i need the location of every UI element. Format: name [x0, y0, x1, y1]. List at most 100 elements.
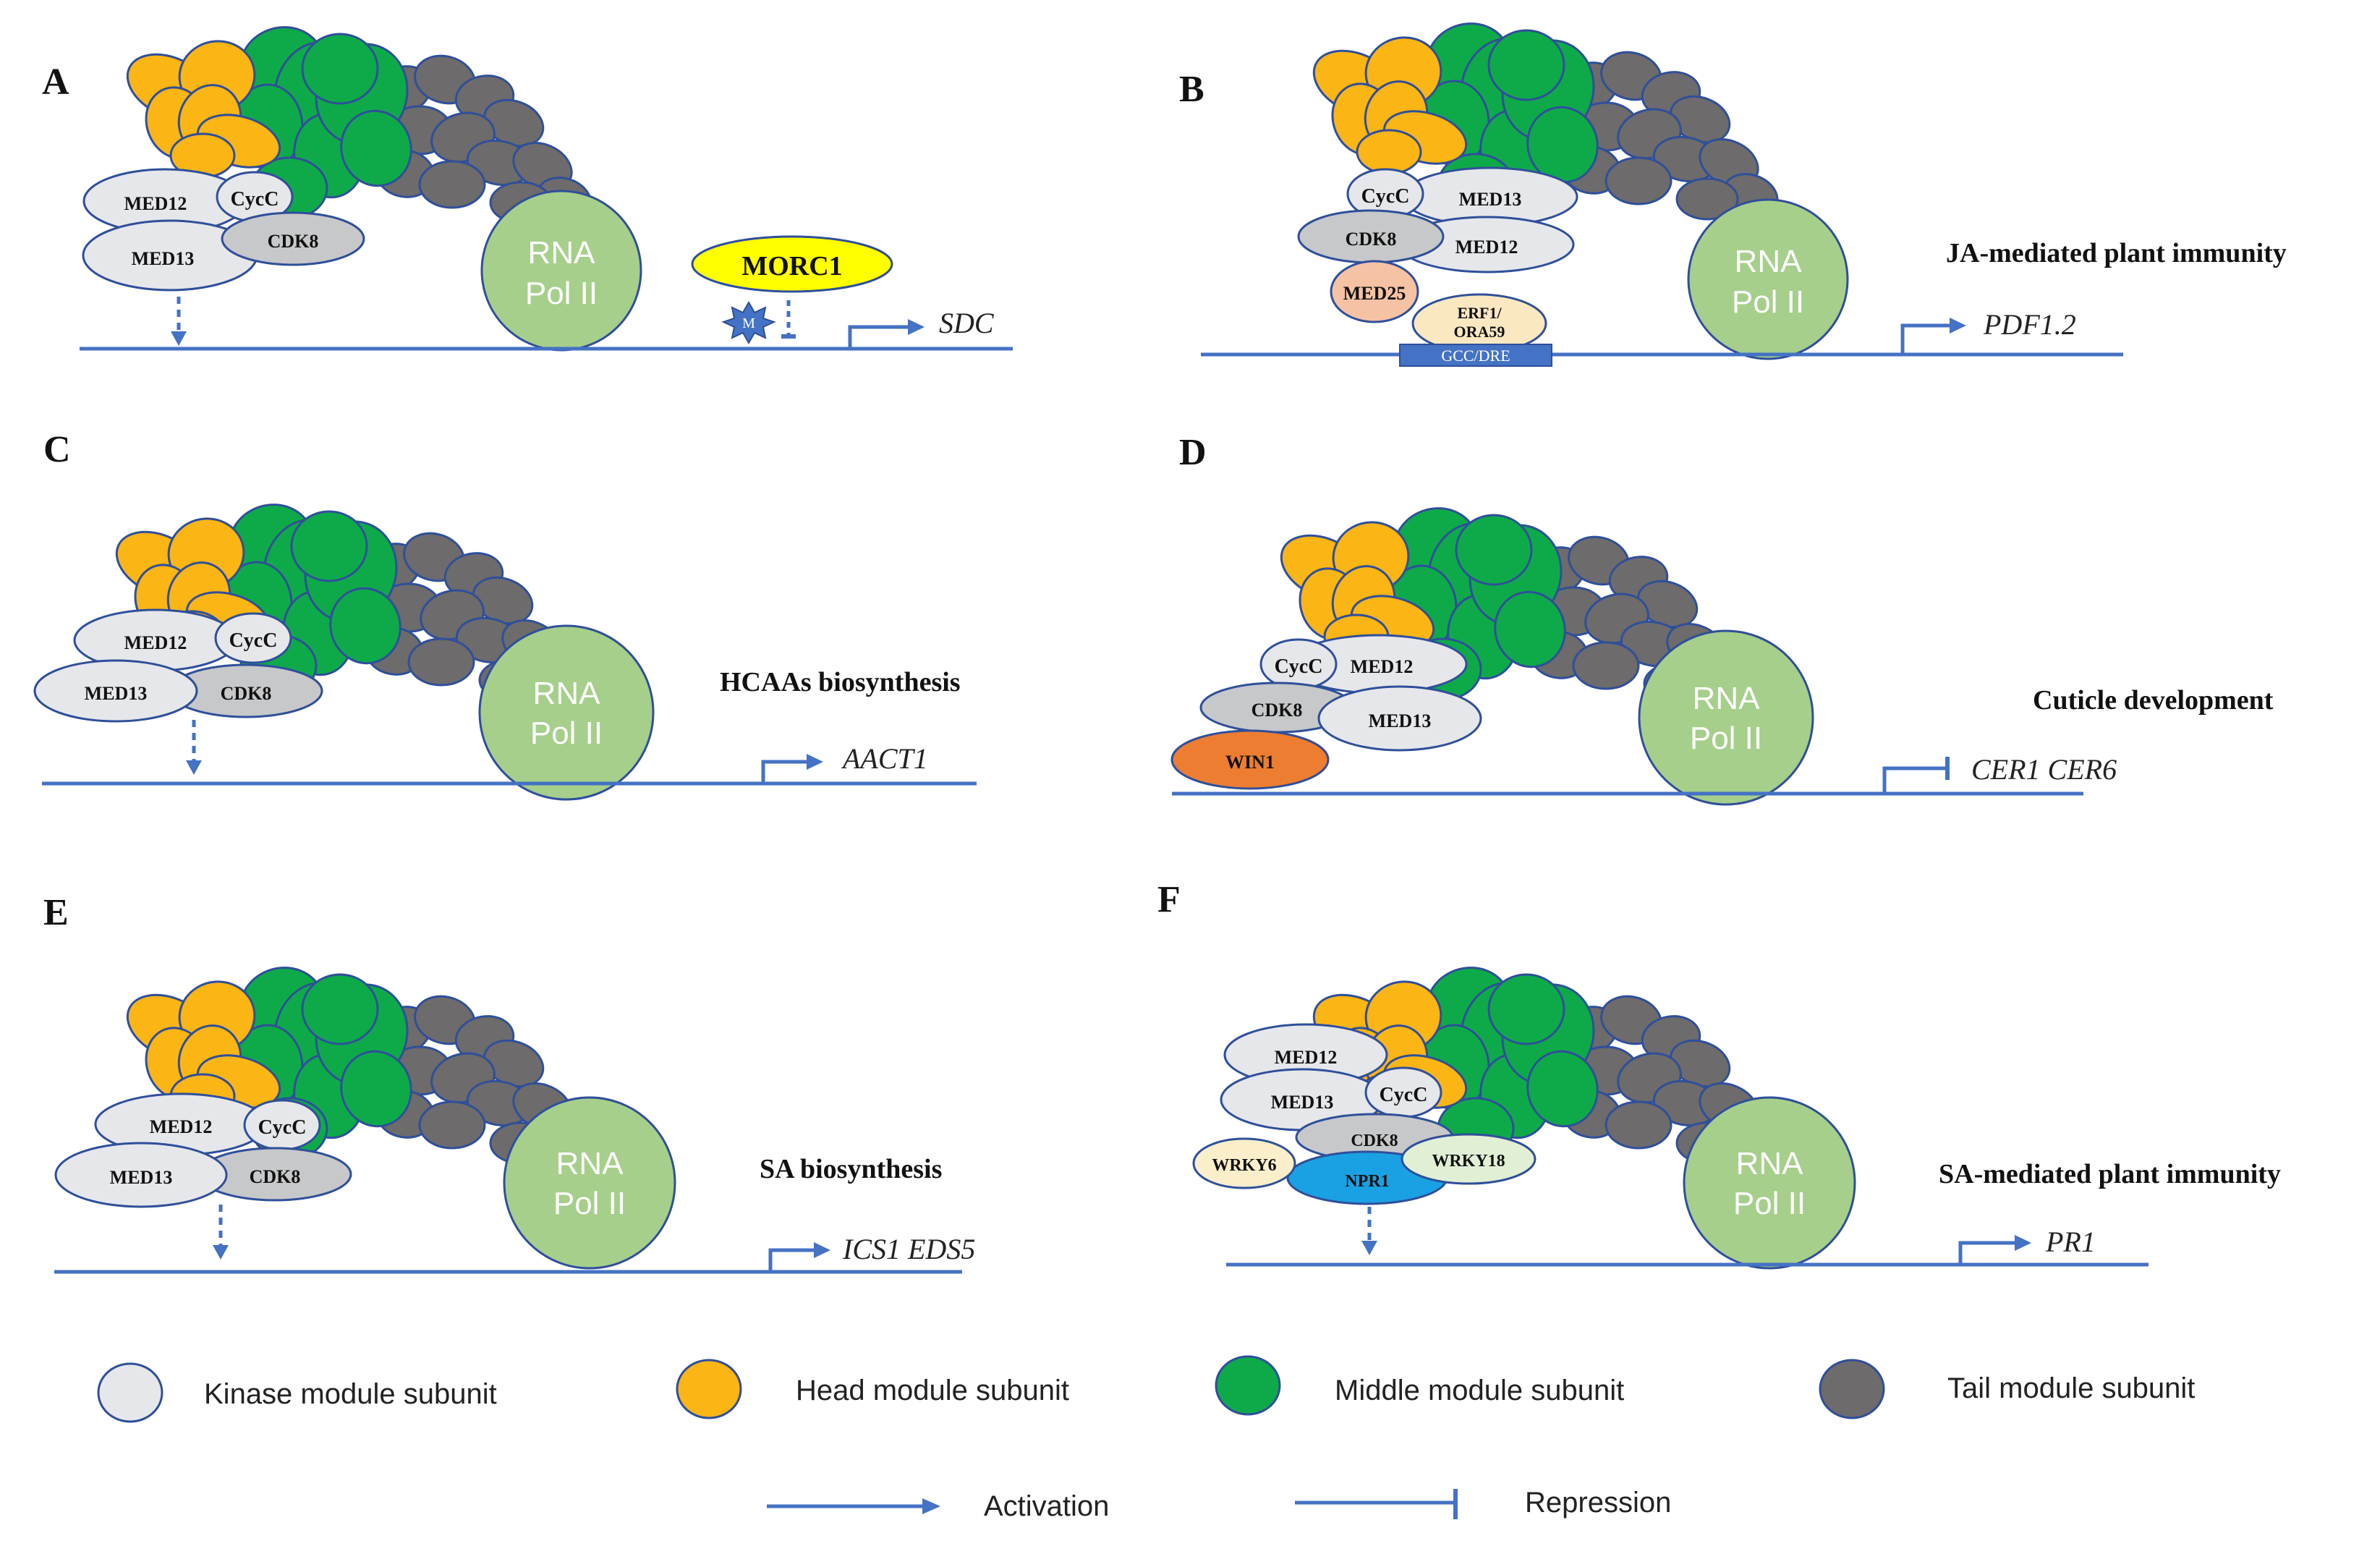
legend-tail-swatch [1819, 1359, 1885, 1419]
tss-arrow-c [761, 760, 810, 784]
morc1-label-a: MORC1 [741, 251, 842, 281]
panel-letter-a: A [42, 61, 69, 103]
activation-arrow-head-c [186, 760, 202, 775]
pol-label-2-f: Pol II [1733, 1186, 1806, 1221]
cycc-label-f: CycC [1380, 1084, 1428, 1106]
win1-label-d: WIN1 [1225, 752, 1275, 773]
cycc-subunit-c [214, 612, 292, 664]
process-label-b: JA-mediated plant immunity [1946, 238, 2287, 268]
gcc-dre-label-b: GCC/DRE [1441, 347, 1510, 365]
npr1-label-f: NPR1 [1345, 1172, 1389, 1191]
med13-subunit-e [54, 1142, 228, 1208]
legend-activation-arrow-head [922, 1498, 940, 1514]
activation-arrow-head-f [1361, 1241, 1377, 1255]
pol-label-1-d: RNA [1693, 681, 1761, 716]
pol-label-2-c: Pol II [530, 716, 603, 751]
pol-label-1-e: RNA [556, 1146, 624, 1181]
legend-repression-label: Repression [1525, 1487, 1671, 1519]
tss-repression-d [1882, 766, 1946, 794]
panel-c: C RNA Pol II MED12 CycC CDK8 MED13 AACT1… [33, 429, 977, 801]
win1-factor-d [1170, 729, 1330, 790]
panel-a: A RNA Pol II MED12 CycC MED13 CDK8 MORC1… [42, 17, 1013, 352]
med13-label-b: MED13 [1459, 189, 1522, 210]
pol-label-2-b: Pol II [1732, 284, 1804, 320]
legend-kinase-label: Kinase module subunit [204, 1378, 497, 1410]
med12-label-a: MED12 [124, 193, 187, 214]
tss-arrow-head-c [807, 754, 823, 770]
legend-head-label: Head module subunit [796, 1375, 1069, 1406]
gene-label-d: CER1 CER6 [1971, 753, 2117, 786]
pol-label-1-f: RNA [1736, 1146, 1804, 1181]
med13-subunit-d [1317, 685, 1482, 752]
legend-head-swatch [676, 1359, 742, 1419]
tss-arrow-head-e [814, 1242, 830, 1258]
med12-label-c: MED12 [124, 632, 187, 653]
panel-letter-b: B [1179, 69, 1204, 110]
rna-pol-ii-c [478, 624, 655, 801]
legend-activation-label: Activation [984, 1490, 1109, 1522]
panel-letter-f: F [1157, 879, 1181, 920]
med13-label-f: MED13 [1271, 1092, 1334, 1113]
pol-label-1-c: RNA [533, 676, 601, 711]
med25-factor-b [1330, 260, 1419, 323]
wrky18-label-f: WRKY18 [1432, 1152, 1505, 1171]
cdk8-label-a: CDK8 [268, 231, 319, 252]
rna-pol-ii-d [1638, 629, 1814, 806]
panel-e: E RNA Pol II MED12 CycC CDK8 MED13 ICS1 … [43, 892, 975, 1274]
panel-letter-c: C [43, 429, 71, 470]
process-label-e: SA biosynthesis [760, 1154, 942, 1184]
pol-label-2-e: Pol II [553, 1186, 626, 1221]
erf1-label-b: ERF1/ [1457, 304, 1502, 322]
morc1-factor-a [691, 235, 893, 293]
tss-arrow-f [1958, 1241, 2018, 1265]
process-label-d: Cuticle development [2033, 685, 2274, 716]
cdk8-label-d: CDK8 [1251, 700, 1303, 721]
wrky18-factor-f [1401, 1133, 1537, 1185]
tss-arrow-e [768, 1248, 817, 1272]
cdk8-label-e: CDK8 [250, 1166, 301, 1187]
med13-label-e: MED13 [110, 1167, 173, 1188]
med12-label-f: MED12 [1275, 1047, 1338, 1068]
med12-label-b: MED12 [1455, 237, 1518, 258]
gene-label-f: PR1 [2045, 1226, 2096, 1258]
gcc-dre-element-b [1399, 344, 1552, 367]
legend-kinase-swatch [97, 1362, 163, 1423]
med12-label-d: MED12 [1351, 656, 1414, 677]
med13-label-a: MED13 [132, 248, 195, 269]
cycc-label-d: CycC [1275, 655, 1323, 678]
gene-label-b: PDF1.2 [1983, 308, 2076, 341]
tss-arrow-head-f [2015, 1235, 2031, 1251]
cdk8-label-f: CDK8 [1351, 1131, 1398, 1150]
rna-pol-ii-f [1683, 1096, 1856, 1270]
legend: Kinase module subunit Head module subuni… [97, 1355, 2195, 1522]
activation-arrow-head-a [171, 331, 187, 346]
med13-label-c: MED13 [85, 683, 148, 704]
process-label-f: SA-mediated plant immunity [1939, 1159, 2281, 1189]
rna-pol-ii-e [503, 1096, 676, 1270]
gene-label-a: SDC [939, 307, 995, 339]
cdk8-label-c: CDK8 [221, 683, 272, 704]
tss-arrow-a [848, 325, 911, 349]
med12-label-e: MED12 [150, 1116, 213, 1137]
legend-middle-label: Middle module subunit [1335, 1375, 1624, 1406]
wrky6-factor-f [1192, 1137, 1296, 1189]
ora59-label-b: ORA59 [1454, 323, 1505, 341]
process-label-c: HCAAs biosynthesis [720, 667, 961, 697]
tss-arrow-b [1900, 323, 1953, 354]
panel-d: D RNA Pol II MED12 CycC CDK8 MED13 WIN1 … [1170, 432, 2274, 806]
cycc-label-c: CycC [229, 629, 278, 652]
pol-label-1-b: RNA [1735, 244, 1803, 279]
legend-tail-label: Tail module subunit [1947, 1372, 2195, 1404]
legend-middle-swatch [1215, 1355, 1281, 1416]
med13-label-d: MED13 [1369, 710, 1432, 731]
cycc-label-e: CycC [258, 1116, 307, 1139]
cycc-label-b: CycC [1361, 185, 1410, 208]
methyl-label-a: M [742, 315, 755, 331]
panel-letter-e: E [43, 892, 69, 933]
panel-letter-d: D [1179, 432, 1207, 473]
cdk8-subunit-a [221, 211, 365, 266]
pol-label-1-a: RNA [528, 235, 596, 271]
methylation-star-icon-a [721, 300, 776, 345]
cycc-label-a: CycC [231, 188, 279, 211]
wrky6-label-f: WRKY6 [1212, 1156, 1276, 1175]
